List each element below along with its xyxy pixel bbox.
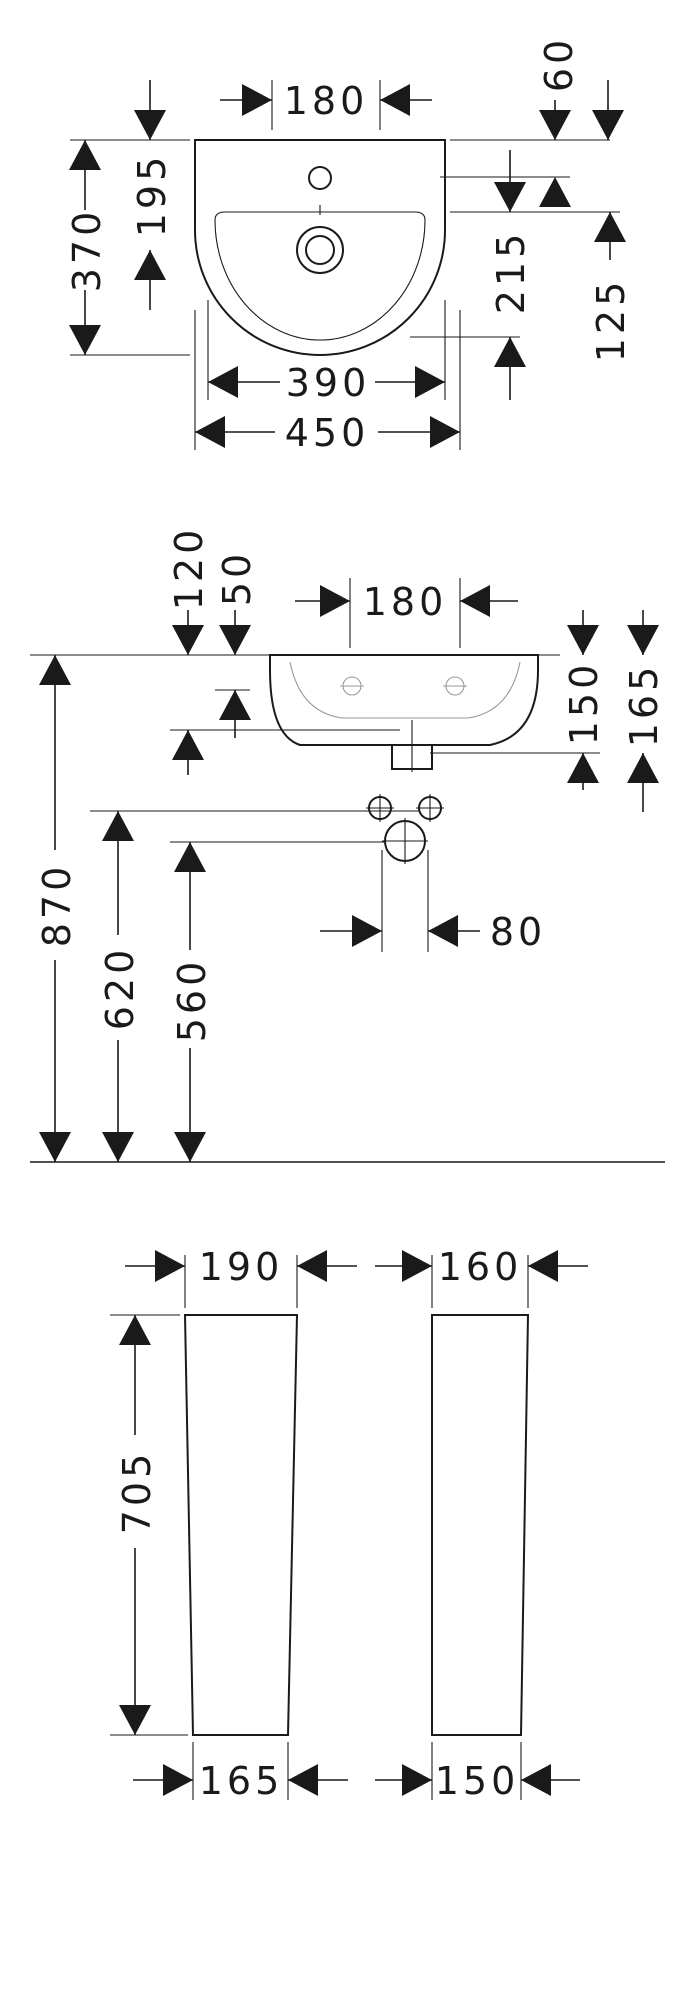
dim-top-bowl-width: 390 (286, 361, 371, 405)
dim-top-overflow-offset: 60 (537, 36, 581, 92)
dim-top-drain-offset: 125 (589, 278, 633, 363)
dim-side-basin-b: 165 (622, 663, 666, 748)
dim-top-bowl-depth: 215 (489, 230, 533, 315)
dim-side-rim-a: 120 (167, 526, 211, 611)
dim-top-total-width: 450 (285, 411, 370, 455)
dim-pedestal-front-top: 190 (199, 1245, 284, 1289)
dim-side-supply-spacing: 80 (490, 910, 546, 954)
dim-pedestal-front-bottom: 165 (199, 1759, 284, 1803)
bowl-inner-side (289, 661, 521, 719)
dim-side-rim-height: 870 (35, 863, 79, 948)
pedestal-views: 190 160 705 165 150 (110, 1245, 588, 1803)
dim-pedestal-side-top: 160 (438, 1245, 523, 1289)
dim-side-drain-height: 560 (170, 958, 214, 1043)
dim-side-hole-spacing: 180 (363, 580, 448, 624)
top-view: 180 60 195 370 215 125 390 450 (65, 36, 633, 455)
dim-top-total-depth: 370 (65, 208, 109, 293)
basin-outline-side (269, 654, 539, 746)
dim-pedestal-height: 705 (115, 1450, 159, 1535)
dim-pedestal-side-bottom: 150 (435, 1759, 520, 1803)
dim-side-supply-height: 620 (98, 946, 142, 1031)
dim-top-front-depth: 195 (130, 153, 174, 238)
side-view: 120 50 180 150 165 870 620 560 80 (30, 526, 666, 1163)
pedestal-front-outline (183, 1314, 299, 1736)
tap-hole (308, 166, 332, 190)
drain-inner-ring (305, 235, 335, 265)
dim-side-rim-b: 50 (215, 550, 259, 606)
dim-side-basin-a: 150 (562, 661, 606, 746)
dim-top-hole-spacing: 180 (284, 79, 369, 123)
pedestal-side-outline (431, 1314, 530, 1736)
bowl-inner-top (214, 211, 426, 341)
